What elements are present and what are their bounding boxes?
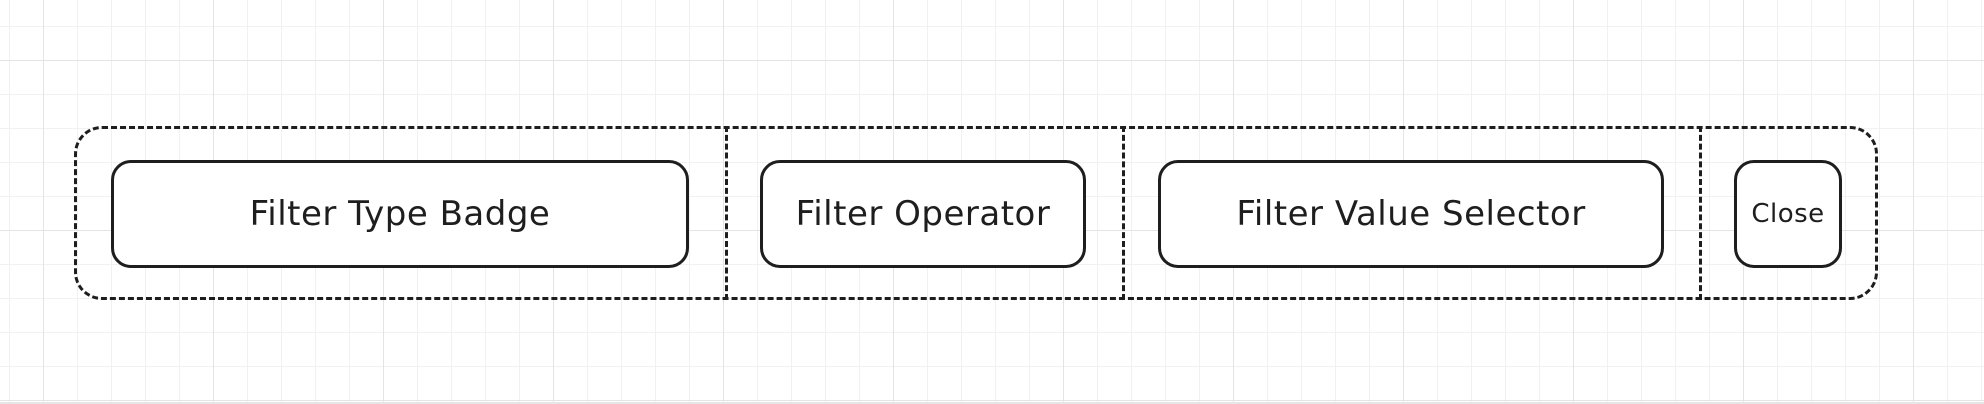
filter-row-group	[74, 126, 1878, 300]
section-divider-1	[725, 126, 728, 300]
filter-operator-box[interactable]: Filter Operator	[760, 160, 1086, 268]
close-box[interactable]: Close	[1734, 160, 1842, 268]
section-divider-2	[1122, 126, 1125, 300]
section-divider-3	[1699, 126, 1702, 300]
filter-type-badge-box[interactable]: Filter Type Badge	[111, 160, 689, 268]
filter-value-selector-box[interactable]: Filter Value Selector	[1158, 160, 1664, 268]
canvas-bottom-edge	[0, 402, 1984, 404]
